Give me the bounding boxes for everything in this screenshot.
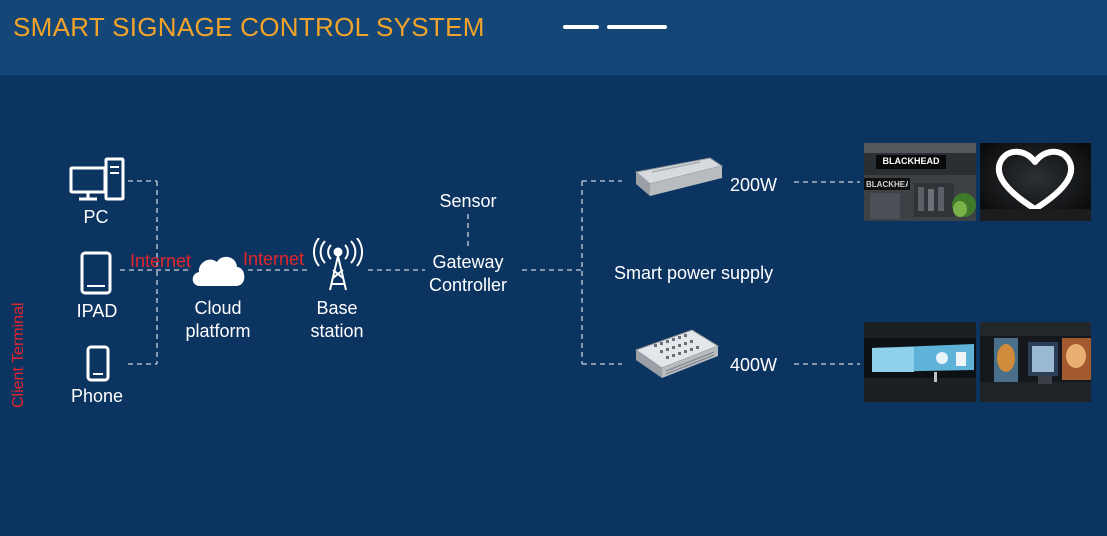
- title-dash-1: [563, 25, 599, 29]
- internet-label-2: Internet: [243, 249, 305, 269]
- ipad-label: IPAD: [76, 301, 118, 321]
- power-supply-200w-icon: [634, 157, 724, 196]
- power-200w-label: 200W: [730, 175, 778, 195]
- heart-neon-image: [980, 143, 1091, 221]
- antenna-tower-icon: [312, 238, 364, 291]
- lightbox-wall-image: [864, 322, 976, 402]
- base-label-line1: Base: [316, 298, 358, 318]
- internet-label-1: Internet: [130, 251, 192, 271]
- power-400w-label: 400W: [730, 355, 778, 375]
- store-sign-text-2: BLACKHEAD: [866, 180, 908, 189]
- base-label-line2: station: [310, 321, 364, 341]
- header-bar: SMART SIGNAGE CONTROL SYSTEM: [0, 0, 1107, 75]
- monitor-tower-icon: [69, 157, 125, 201]
- gallery-display-image: [980, 322, 1091, 402]
- cloud-label-line1: Cloud: [194, 298, 242, 318]
- title-dash-2: [607, 25, 667, 29]
- store-sign-text: BLACKHEAD: [882, 156, 940, 166]
- phone-icon: [86, 345, 110, 382]
- store-front-image: BLACKHEAD BLACKHEAD: [864, 143, 976, 221]
- gateway-label-line2: Controller: [428, 275, 508, 295]
- page-title: SMART SIGNAGE CONTROL SYSTEM: [13, 12, 485, 42]
- pc-label: PC: [83, 207, 109, 227]
- sensor-label: Sensor: [439, 191, 497, 211]
- power-supply-400w-icon: [634, 329, 720, 378]
- cloud-icon: [192, 256, 245, 286]
- smart-power-supply-label: Smart power supply: [614, 263, 774, 283]
- tablet-icon: [80, 251, 112, 295]
- client-terminal-label: Client Terminal: [10, 302, 27, 408]
- gateway-label-line1: Gateway: [432, 252, 504, 272]
- cloud-label-line2: platform: [185, 321, 251, 341]
- phone-label: Phone: [70, 386, 124, 406]
